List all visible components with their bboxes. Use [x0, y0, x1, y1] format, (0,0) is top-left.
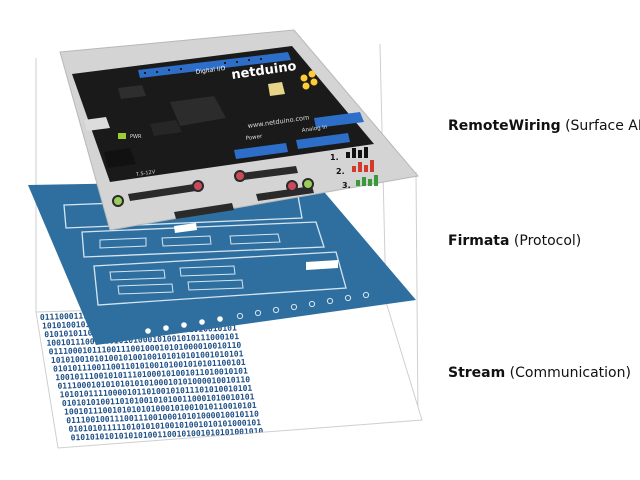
power-label: Power [245, 134, 263, 142]
legend-number-3: 3. [342, 181, 351, 190]
pin-dots-outline [236, 291, 370, 320]
digital-io-label: Digital I/O [195, 65, 226, 76]
layer-label-remotewiring: RemoteWiring (Surface API) [448, 118, 640, 134]
legend-number-1: 1. [330, 153, 339, 162]
layer-name-stream: Stream [448, 365, 506, 381]
remotewiring-layer: netduino www.netduino.com Digital I/O Po… [59, 29, 419, 233]
voltage-label: 7.5-12V [135, 169, 156, 178]
signal-legend: 1. 2. 3. [330, 147, 378, 190]
analog-label: Analog In [301, 124, 328, 134]
reset-button [268, 82, 285, 96]
layer-label-stream: Stream (Communication) [448, 365, 631, 381]
header-digital [138, 52, 291, 78]
layer-desc-remotewiring: (Surface API) [565, 118, 640, 134]
layer-label-firmata: Firmata (Protocol) [448, 233, 581, 249]
pwr-led-label: PWR [130, 134, 142, 140]
frame-connectors [112, 166, 314, 233]
legend-number-2: 2. [336, 167, 345, 176]
header-power [234, 143, 288, 159]
layer-desc-stream: (Communication) [509, 365, 631, 381]
layer-desc-firmata: (Protocol) [513, 233, 582, 249]
layer-name-firmata: Firmata [448, 233, 510, 249]
header-analog [296, 133, 350, 149]
layer-name-remotewiring: RemoteWiring [448, 118, 561, 134]
header-right [314, 112, 364, 128]
pin-dots-filled [145, 316, 223, 334]
